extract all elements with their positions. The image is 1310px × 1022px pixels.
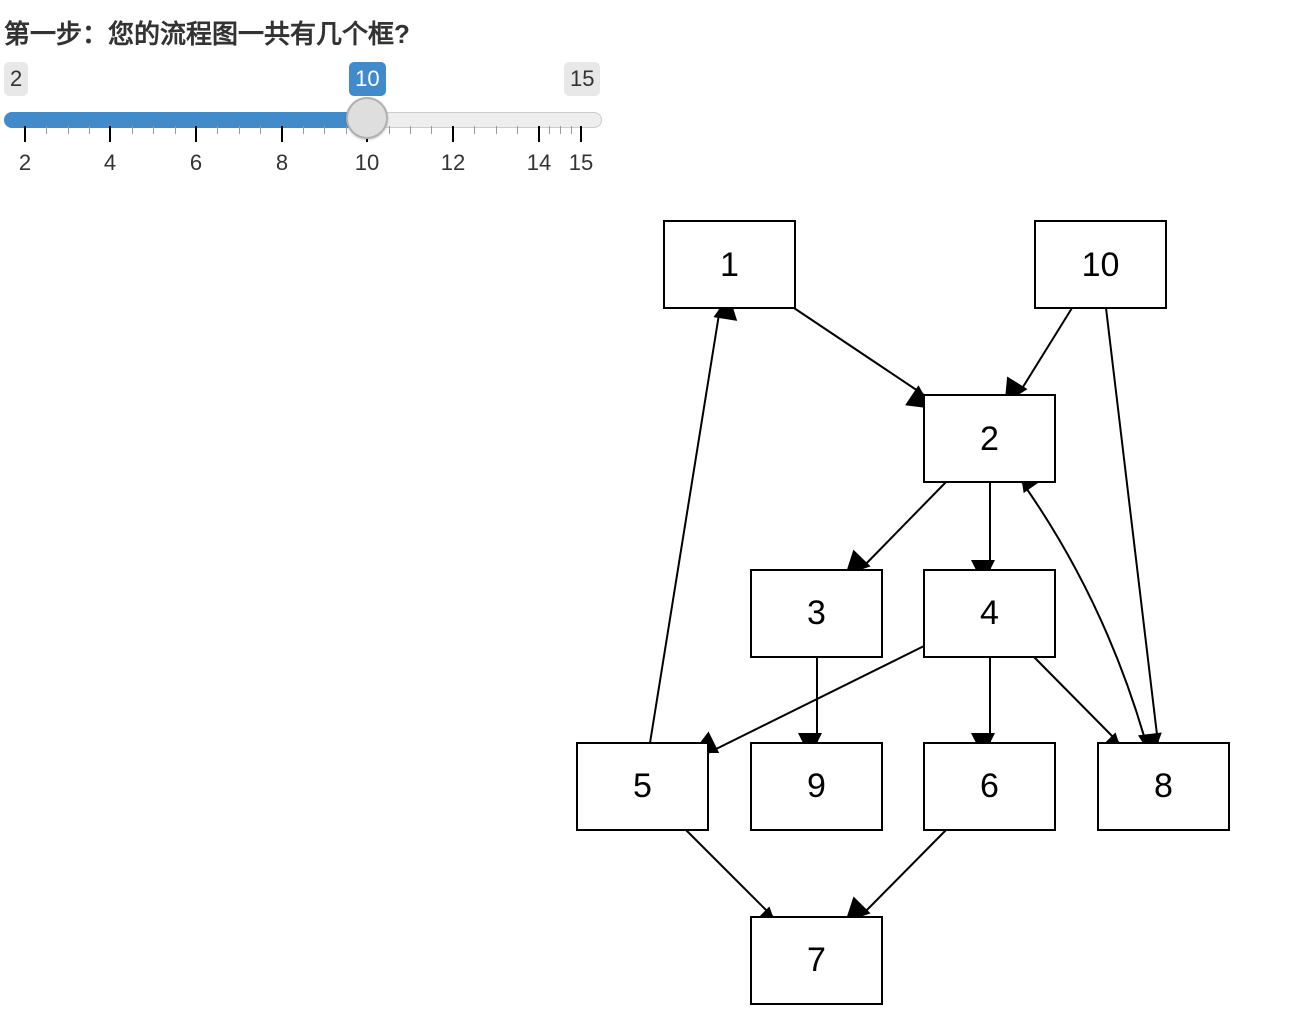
slider-tick-label: 6 — [189, 150, 203, 175]
box-count-slider[interactable]: 2 15 10 2 4 6 8 10 — [0, 60, 610, 190]
slider-tick-major — [580, 126, 582, 142]
edge-4-to-8 — [1032, 655, 1124, 758]
box-label: 4 — [980, 594, 999, 632]
slider-tick-minor — [217, 126, 218, 134]
flowchart-box-7: 7 — [750, 916, 883, 1005]
box-label: 5 — [633, 767, 652, 805]
slider-tick-label: 10 — [354, 150, 380, 175]
edge-10-to-8 — [1105, 307, 1162, 758]
slider-tick-minor — [549, 126, 550, 134]
flowchart-box-8: 8 — [1097, 742, 1230, 831]
flowchart-box-2: 2 — [923, 394, 1056, 483]
slider-tick-label: 8 — [275, 150, 289, 175]
slider-tick-minor — [517, 126, 518, 134]
slider-tick-minor — [410, 126, 411, 134]
slider-handle[interactable] — [346, 97, 389, 139]
slider-tick-major — [452, 126, 454, 142]
flowchart-box-10: 10 — [1034, 220, 1167, 309]
box-label: 8 — [1154, 767, 1173, 805]
slider-tick-minor — [68, 126, 69, 134]
slider-tick-label: 4 — [103, 150, 117, 175]
slider-track-fill[interactable] — [4, 112, 368, 128]
flowchart-box-1: 1 — [663, 220, 796, 309]
edge-2-to-3 — [845, 481, 947, 576]
slider-tick-minor — [239, 126, 240, 134]
slider-tick-label: 12 — [440, 150, 466, 175]
slider-tick-minor — [496, 126, 497, 134]
slider-tick-major — [538, 126, 540, 142]
box-label: 6 — [980, 767, 999, 805]
flowchart-box-6: 6 — [923, 742, 1056, 831]
slider-tick-minor — [132, 126, 133, 134]
edge-5-to-1 — [649, 295, 738, 744]
edge-1-to-2 — [793, 307, 932, 409]
flowchart-box-5: 5 — [576, 742, 709, 831]
slider-tick-major — [109, 126, 111, 142]
slider-tick-minor — [571, 126, 572, 134]
slider-tick-minor — [89, 126, 90, 134]
slider-tick-minor — [431, 126, 432, 134]
slider-tick-minor — [389, 126, 390, 134]
box-label: 2 — [980, 420, 999, 458]
slider-tick-major — [24, 126, 26, 142]
slider-tick-major — [195, 126, 197, 142]
slider-max-badge: 15 — [564, 62, 601, 96]
slider-min-badge: 2 — [4, 62, 29, 96]
slider-tick-minor — [303, 126, 304, 134]
box-label: 3 — [807, 594, 826, 632]
slider-tick-minor — [324, 126, 325, 134]
edge-10-to-2 — [1004, 307, 1073, 404]
box-label: 9 — [807, 767, 826, 805]
slider-tick-label: 14 — [526, 150, 552, 175]
box-label: 10 — [1082, 246, 1120, 284]
slider-tick-minor — [260, 126, 261, 134]
flowchart-box-4: 4 — [923, 569, 1056, 658]
slider-tick-label: 15 — [568, 150, 594, 175]
flowchart-box-3: 3 — [750, 569, 883, 658]
slider-value-badge: 10 — [349, 62, 386, 96]
edge-6-to-7 — [845, 829, 947, 923]
slider-tick-minor — [346, 126, 347, 134]
slider-tick-minor — [46, 126, 47, 134]
edge-5-to-7 — [685, 829, 778, 932]
edge-8-to-2 — [1019, 466, 1147, 744]
box-label: 1 — [720, 246, 739, 284]
slider-tick-label: 2 — [18, 150, 32, 175]
slider-tick-minor — [153, 126, 154, 134]
question-label: 第一步：您的流程图一共有几个框? — [4, 19, 410, 49]
slider-tick-minor — [175, 126, 176, 134]
box-label: 7 — [807, 941, 826, 979]
slider-tick-major — [281, 126, 283, 142]
slider-tick-minor — [560, 126, 561, 134]
edge-4-to-5 — [692, 645, 925, 754]
slider-tick-minor — [474, 126, 475, 134]
slider-grid: 2 4 6 8 10 12 14 15 — [0, 126, 610, 186]
flowchart-box-9: 9 — [750, 742, 883, 831]
